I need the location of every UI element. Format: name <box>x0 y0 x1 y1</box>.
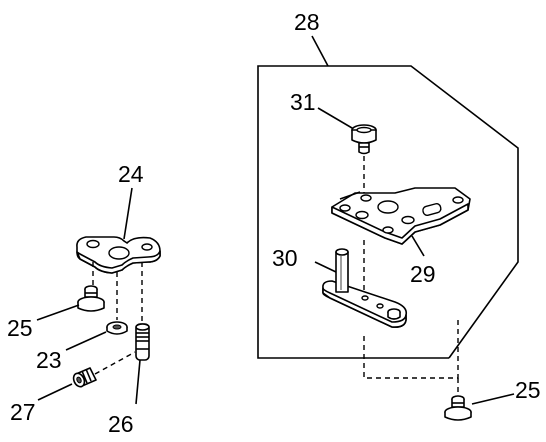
callout-29: 29 <box>410 261 436 287</box>
callout-23: 23 <box>36 347 62 373</box>
bracket-plate-24 <box>76 236 161 274</box>
callout-28: 28 <box>294 9 320 35</box>
leader-26 <box>135 359 141 405</box>
leader-27 <box>37 383 73 401</box>
leader-29 <box>411 235 425 257</box>
leader-23 <box>65 331 107 351</box>
assembly-frame-28 <box>257 65 519 359</box>
leader-24 <box>123 187 133 240</box>
callout-26: 26 <box>108 411 134 437</box>
set-screw-27 <box>72 367 97 388</box>
callout-27: 27 <box>10 399 36 425</box>
pin-26 <box>135 323 150 361</box>
screw-25-right <box>444 395 472 421</box>
screw-25-left <box>77 285 105 312</box>
callout-25-left: 25 <box>7 315 33 341</box>
washer-23 <box>106 321 128 335</box>
leader-31 <box>317 107 353 129</box>
leader-28 <box>311 35 329 67</box>
leader-30 <box>314 261 337 273</box>
bracket-plate-29 <box>331 187 471 245</box>
callout-24: 24 <box>118 161 144 187</box>
callout-30: 30 <box>272 245 298 271</box>
callout-25-right: 25 <box>515 377 541 403</box>
leader-25-left <box>36 304 80 321</box>
pin-base-30 <box>322 248 408 328</box>
screw-31 <box>351 124 377 155</box>
callout-31: 31 <box>290 89 316 115</box>
leader-25-right <box>471 393 515 405</box>
